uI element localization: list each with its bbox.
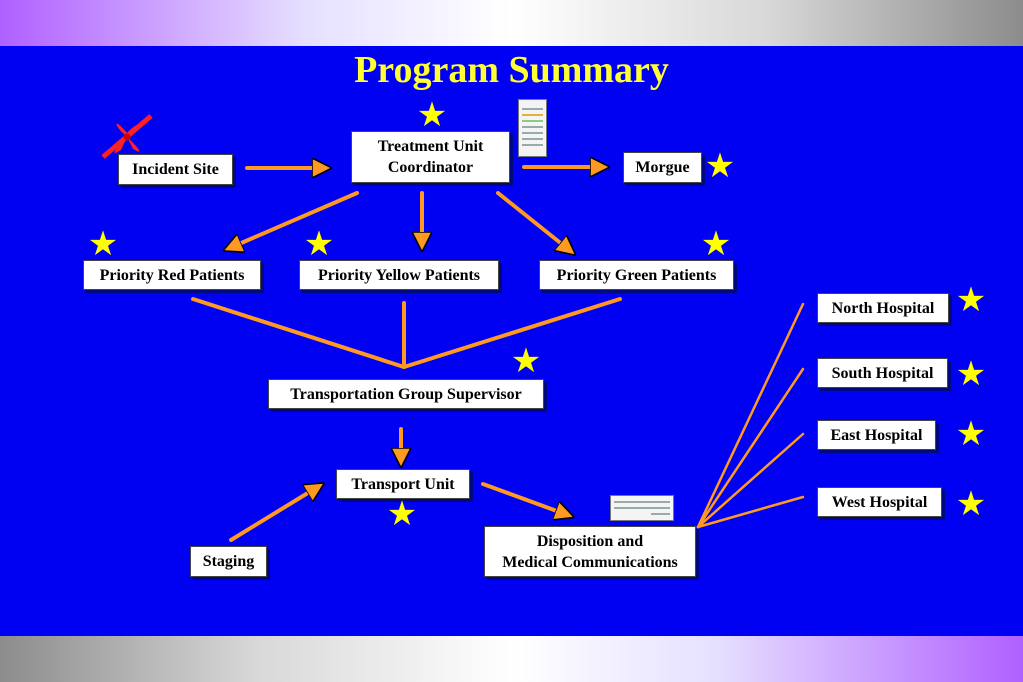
link-north-hospital [696, 302, 805, 529]
staging-box: Staging [190, 546, 267, 577]
star-icon: ★ [955, 282, 987, 319]
page-title: Program Summary [354, 49, 669, 91]
arrow-staging-to-transport [229, 488, 316, 542]
ribbon-icon [101, 114, 153, 159]
star-icon: ★ [955, 356, 987, 393]
priority-yellow-box: Priority Yellow Patients [299, 260, 499, 290]
north-hospital-box: North Hospital [817, 293, 949, 323]
link-south-hospital [696, 367, 805, 529]
morgue-box: Morgue [623, 152, 702, 183]
communications-form-thumbnail [610, 495, 674, 521]
treatment-unit-coordinator-box: Treatment Unit Coordinator [351, 131, 510, 183]
triage-form-thumbnail [518, 99, 547, 157]
merge-line-green [402, 297, 622, 369]
transport-unit-box: Transport Unit [336, 469, 470, 499]
star-icon: ★ [416, 97, 448, 134]
arrow-coordinator-to-red [232, 191, 359, 247]
west-hospital-box: West Hospital [817, 487, 942, 517]
star-icon: ★ [510, 343, 542, 380]
star-icon: ★ [704, 148, 736, 185]
star-icon: ★ [955, 416, 987, 453]
incident-site-box: Incident Site [118, 154, 233, 185]
link-east-hospital [696, 432, 805, 529]
arrow-coordinator-to-green [496, 191, 568, 249]
star-icon: ★ [700, 226, 732, 263]
link-west-hospital [696, 495, 805, 529]
priority-red-box: Priority Red Patients [83, 260, 261, 290]
arrow-transport-to-disposition [481, 482, 565, 514]
bottom-gradient-band [0, 636, 1023, 682]
east-hospital-box: East Hospital [817, 420, 936, 450]
disposition-box: Disposition and Medical Communications [484, 526, 696, 577]
star-icon: ★ [87, 226, 119, 263]
priority-green-box: Priority Green Patients [539, 260, 734, 290]
top-gradient-band [0, 0, 1023, 46]
star-icon: ★ [303, 226, 335, 263]
star-icon: ★ [386, 496, 418, 533]
merge-line-red [191, 297, 406, 369]
transportation-group-supervisor-box: Transportation Group Supervisor [268, 379, 544, 409]
star-icon: ★ [955, 486, 987, 523]
south-hospital-box: South Hospital [817, 358, 948, 388]
